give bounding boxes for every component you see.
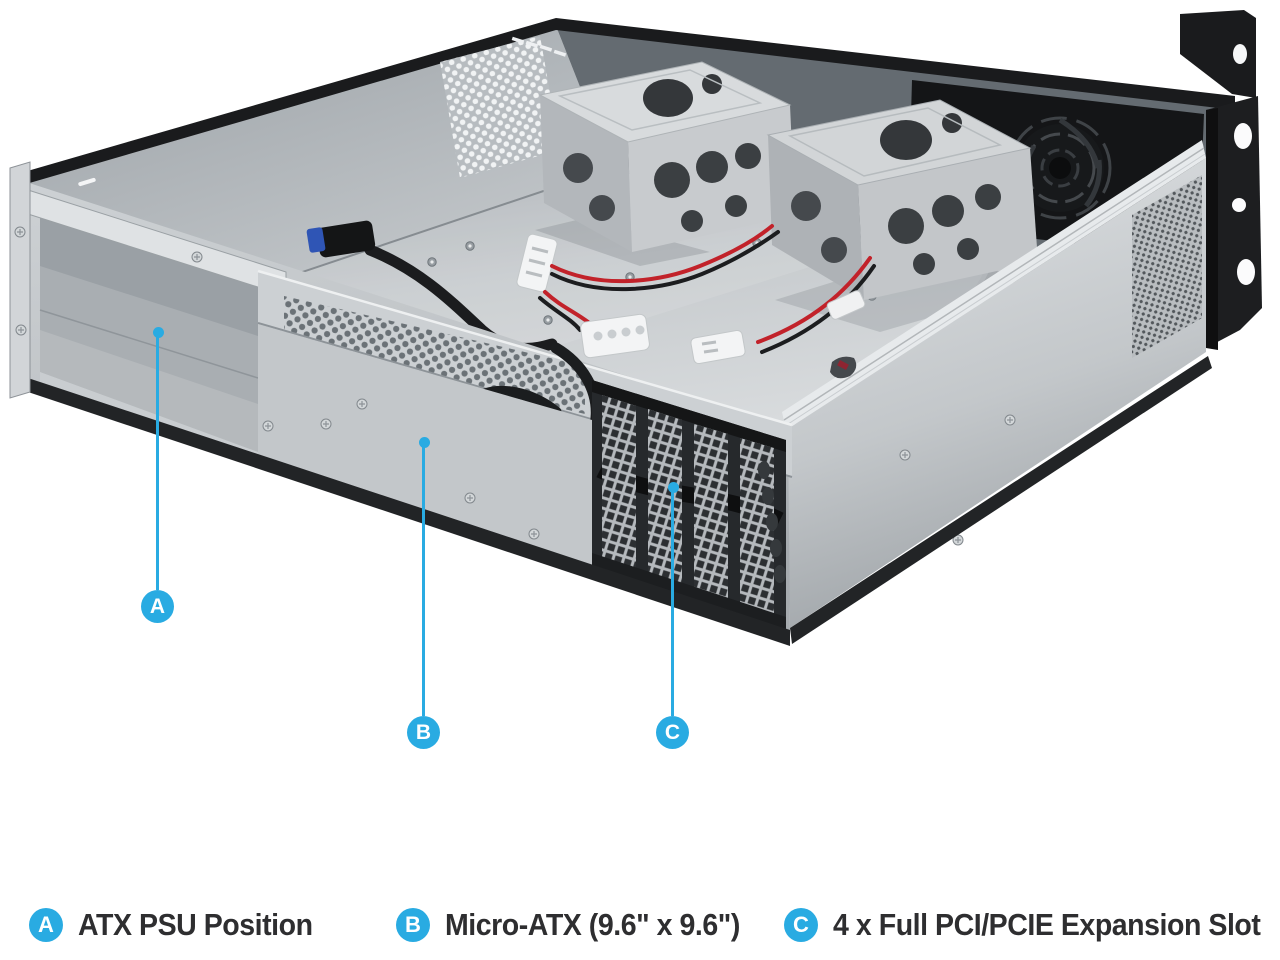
- drive-cage-2: [766, 99, 1046, 332]
- legend-label-c: 4 x Full PCI/PCIE Expansion Slot: [833, 907, 1261, 942]
- legend-badge-c: C: [784, 908, 818, 942]
- molex-connector-2: [580, 313, 650, 359]
- legend-label-b: Micro-ATX (9.6" x 9.6"): [445, 907, 740, 942]
- right-side-panel: [782, 140, 1212, 644]
- fan-power-connector: [690, 290, 866, 365]
- callout-c-line: [671, 487, 674, 716]
- legend-badge-b: B: [396, 908, 430, 942]
- callout-c-marker: C: [656, 716, 689, 749]
- legend-badge-a: A: [29, 908, 63, 942]
- callout-a-marker: A: [141, 590, 174, 623]
- rack-ear-rear: [1180, 10, 1256, 98]
- legend-item-b: B Micro-ATX (9.6" x 9.6"): [396, 906, 766, 944]
- legend-item-c: C 4 x Full PCI/PCIE Expansion Slot: [784, 906, 1280, 944]
- callout-a-line: [156, 332, 159, 590]
- rack-ear-front: [1206, 96, 1262, 350]
- legend-label-a: ATX PSU Position: [78, 907, 313, 942]
- legend-item-a: A ATX PSU Position: [29, 906, 333, 944]
- chassis-bottom-edge: [28, 378, 790, 646]
- drive-cage-1: [535, 61, 795, 266]
- rear-panel: [9, 161, 793, 646]
- molex-connector-1: [516, 233, 558, 293]
- callout-b-line: [422, 442, 425, 716]
- expansion-slot-grille: [592, 380, 786, 629]
- front-left-edge: [9, 161, 31, 399]
- power-wires: [538, 224, 876, 354]
- callout-b-marker: B: [407, 716, 440, 749]
